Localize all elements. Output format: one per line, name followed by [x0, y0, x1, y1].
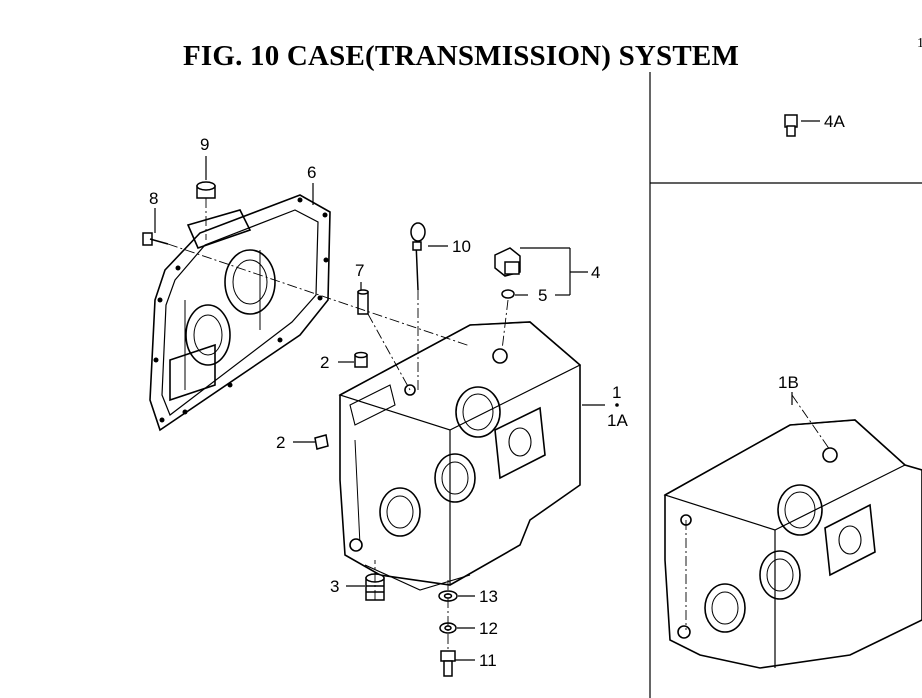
center-lines — [167, 198, 831, 651]
callout-9: 9 — [200, 135, 209, 154]
plug-part-2-upper — [354, 351, 368, 368]
elbow-fitting-part-4 — [494, 247, 521, 277]
callout-10: 10 — [452, 237, 471, 256]
callout-4: 4 — [591, 263, 600, 282]
callout-2-lower: 2 — [276, 433, 285, 452]
callout-8: 8 — [149, 189, 158, 208]
side-cover-part-6 — [149, 194, 331, 432]
plug-part-2-lower — [314, 434, 329, 450]
bolt-part-11 — [440, 650, 456, 677]
dipstick-part-10 — [410, 222, 426, 291]
fitting-part-4a — [784, 114, 798, 137]
figure-title: FIG. 10 CASE(TRANSMISSION) SYSTEM — [182, 40, 740, 72]
leader-lines — [154, 120, 820, 661]
bolt-part-8 — [142, 232, 169, 246]
plug-part-9 — [196, 181, 216, 199]
callout-7: 7 — [355, 261, 364, 280]
pin-part-7 — [357, 289, 369, 315]
callout-1a: 1A — [607, 411, 628, 430]
edge-page-mark: 1 — [917, 36, 922, 51]
callout-12: 12 — [479, 619, 498, 638]
callout-11: 11 — [479, 651, 497, 670]
washer-part-5 — [501, 289, 515, 299]
callout-4a: 4A — [824, 112, 845, 131]
callout-1b: 1B — [778, 373, 799, 392]
callout-6: 6 — [307, 163, 316, 182]
callout-3: 3 — [330, 577, 339, 596]
transmission-case-part-1 — [338, 321, 582, 591]
drain-plug-part-3 — [365, 573, 385, 601]
callout-dot — [615, 403, 619, 407]
transmission-case-part-1b — [663, 419, 922, 669]
callout-13: 13 — [479, 587, 498, 606]
callout-2-upper: 2 — [320, 353, 329, 372]
callout-5: 5 — [538, 286, 547, 305]
callout-1: 1 — [612, 383, 621, 402]
panel-dividers — [649, 72, 922, 698]
